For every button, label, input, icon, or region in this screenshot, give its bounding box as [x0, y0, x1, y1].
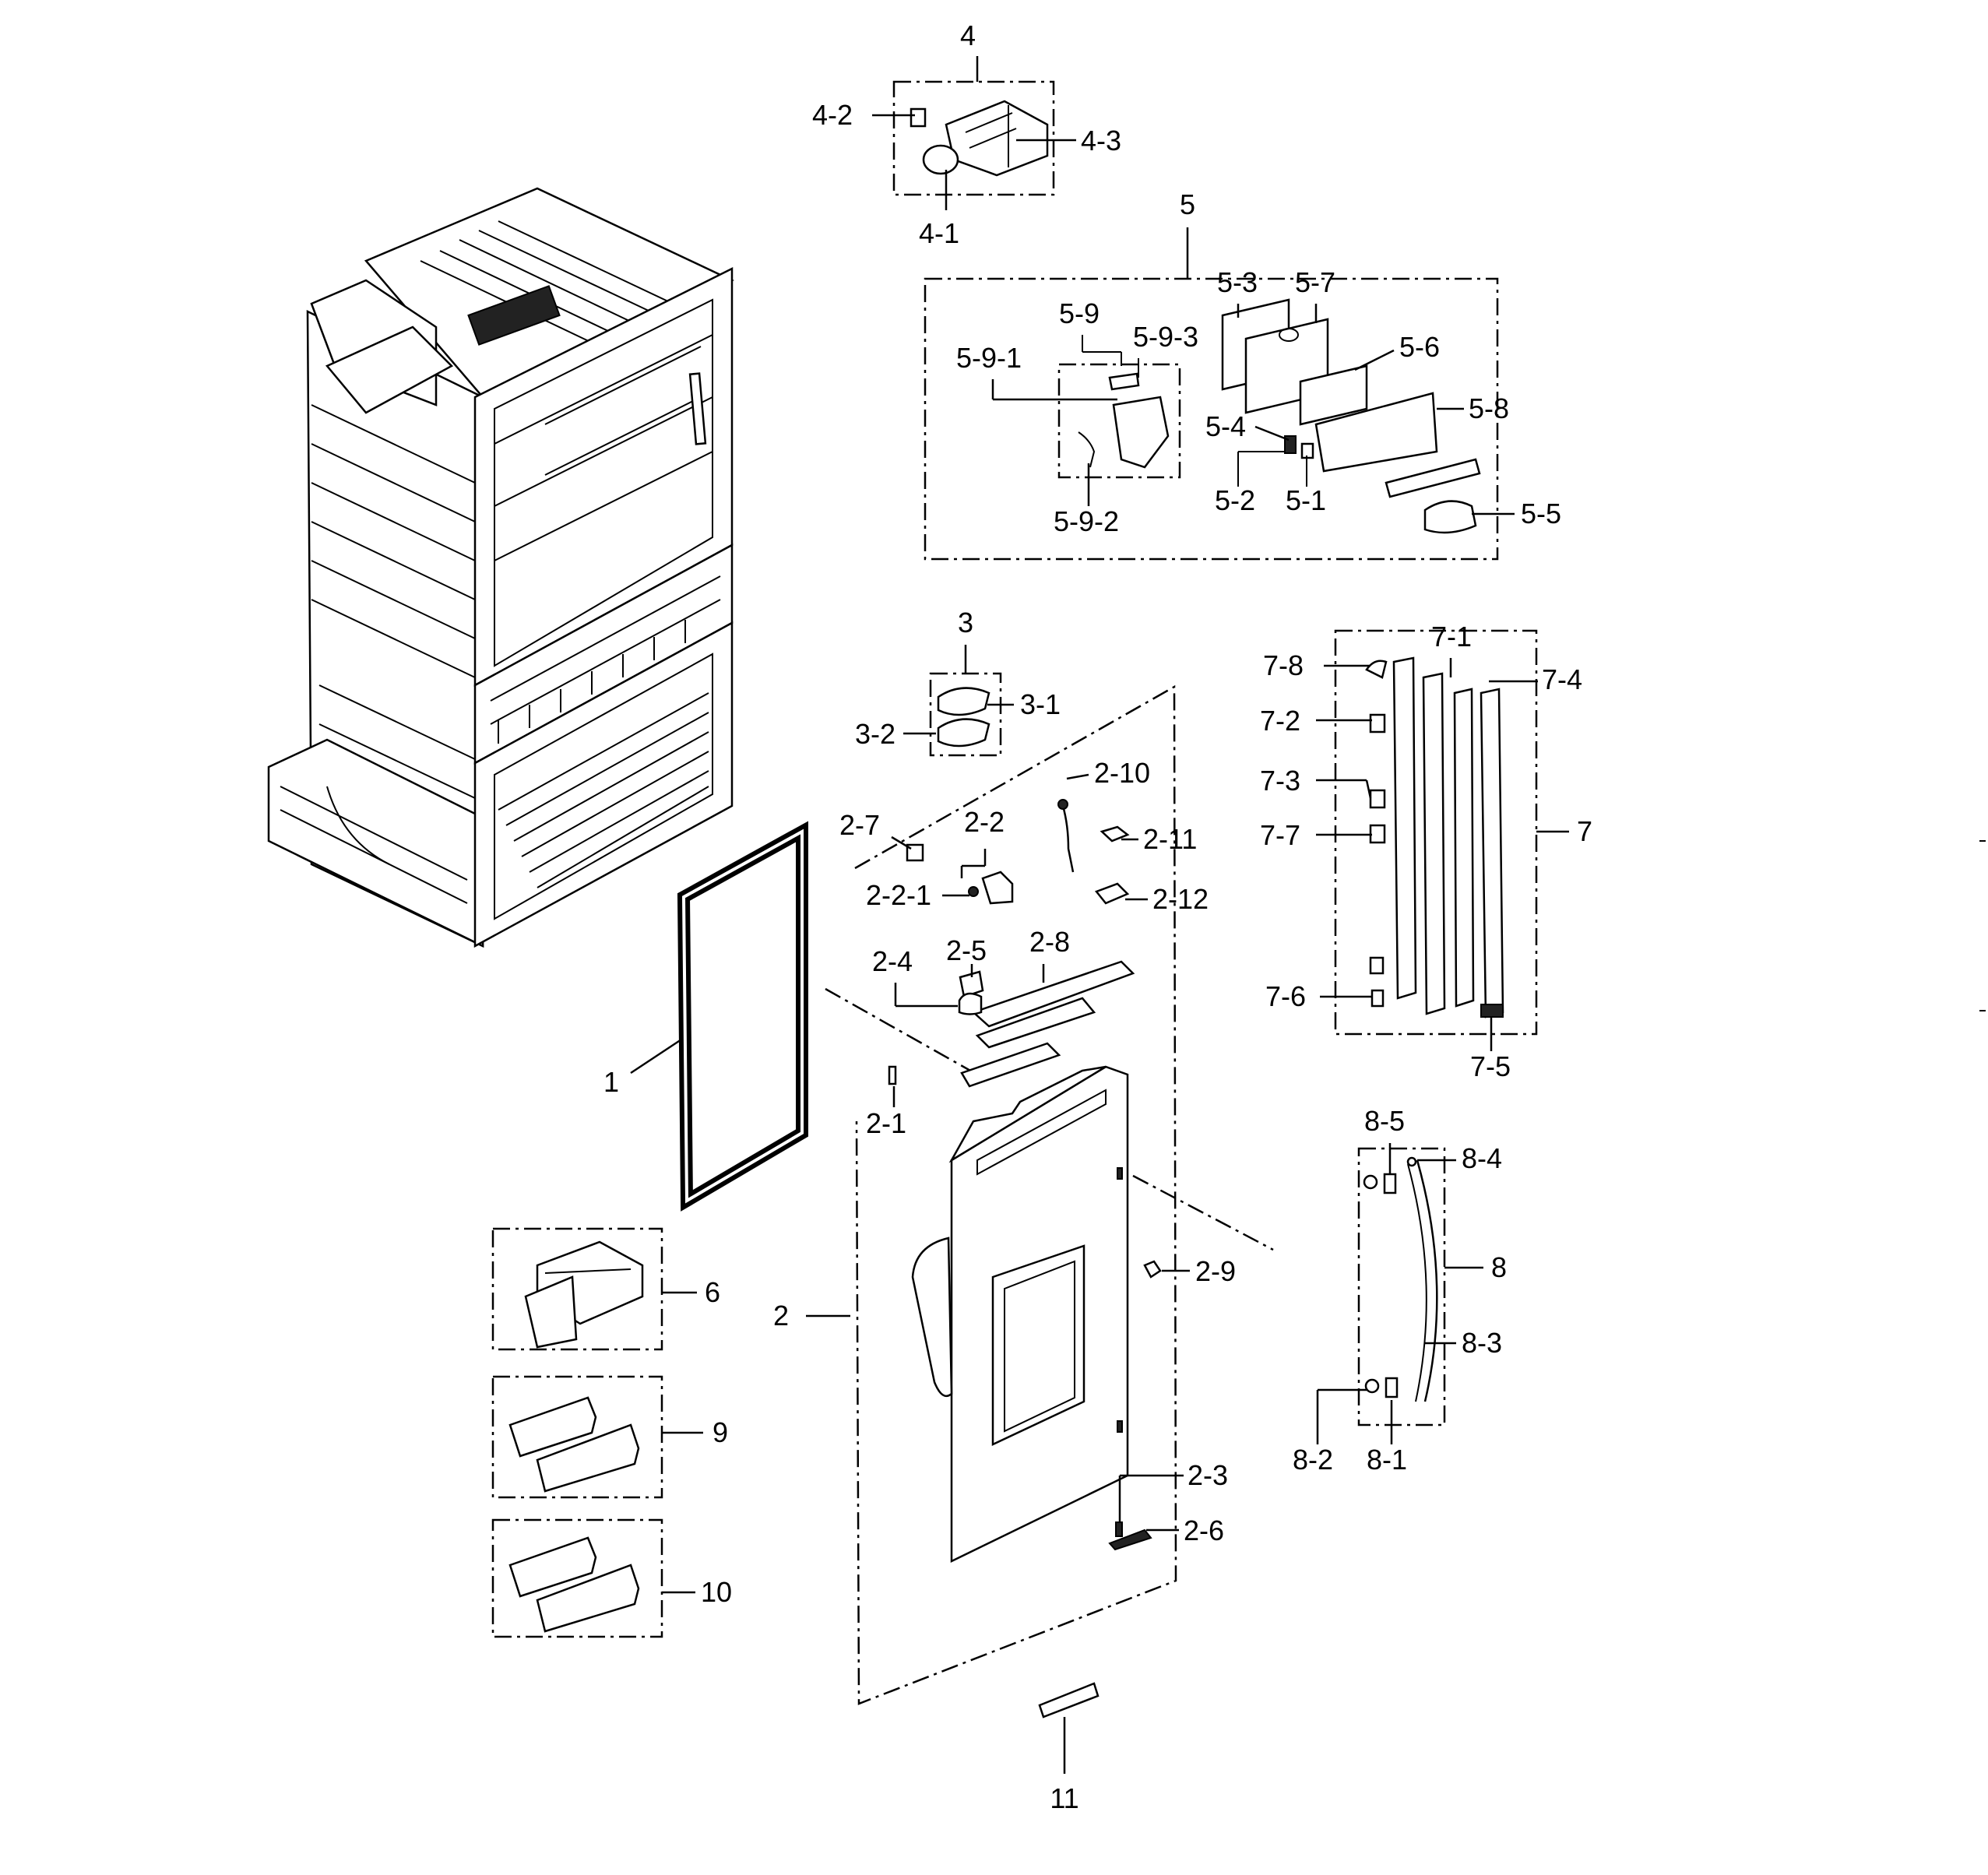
label-4-3: 4-3: [1081, 125, 1121, 157]
label-8-3: 8-3: [1462, 1327, 1502, 1359]
group-10-door-bin: [491, 1518, 663, 1638]
label-7-3: 7-3: [1260, 765, 1300, 797]
part-2-12: [1094, 882, 1130, 905]
label-3-2: 3-2: [855, 718, 895, 750]
label-7: 7: [1577, 815, 1592, 847]
label-7-4: 7-4: [1542, 663, 1582, 695]
group-8-door-handle: [1357, 1147, 1446, 1426]
label-5-9-3: 5-9-3: [1133, 321, 1198, 353]
part-1-door-gasket: [677, 821, 808, 1212]
label-7-8: 7-8: [1263, 649, 1304, 681]
label-2-2: 2-2: [964, 806, 1005, 838]
part-2-8-bracket: [960, 960, 1135, 1088]
label-2-5: 2-5: [946, 934, 987, 966]
label-5-9: 5-9: [1059, 297, 1100, 329]
label-5: 5: [1180, 188, 1195, 220]
label-7-1: 7-1: [1431, 621, 1472, 653]
label-2-7: 2-7: [839, 809, 880, 841]
label-6: 6: [705, 1276, 720, 1308]
label-2-1: 2-1: [866, 1107, 906, 1139]
label-7-5: 7-5: [1470, 1050, 1511, 1082]
label-3-1: 3-1: [1020, 688, 1061, 720]
label-9: 9: [713, 1416, 728, 1448]
label-7-2: 7-2: [1260, 705, 1300, 737]
part-2-11: [1100, 825, 1130, 843]
label-2-3: 2-3: [1188, 1459, 1228, 1491]
label-2: 2: [773, 1300, 789, 1331]
label-5-4: 5-4: [1205, 410, 1246, 442]
group-3-gasket-set: 3: [929, 607, 1002, 757]
label-2-9: 2-9: [1195, 1255, 1236, 1287]
label-2-8: 2-8: [1029, 926, 1070, 958]
label-5-7: 5-7: [1295, 266, 1335, 298]
label-11: 11: [1050, 1782, 1078, 1814]
label-8: 8: [1491, 1251, 1507, 1283]
label-2-12: 2-12: [1152, 883, 1209, 915]
part-2-door-panel: [911, 1065, 1129, 1563]
label-8-5: 8-5: [1364, 1105, 1405, 1137]
label-5-9-2: 5-9-2: [1054, 505, 1119, 537]
label-8-4: 8-4: [1462, 1142, 1502, 1174]
label-10: 10: [701, 1576, 732, 1608]
label-2-11: 2-11: [1143, 823, 1197, 855]
group-2-door-envelope: [825, 684, 1274, 1705]
part-2-4: [958, 992, 983, 1015]
group-6-door-bin: [491, 1227, 663, 1351]
label-5-3: 5-3: [1217, 266, 1258, 298]
label-4-2: 4-2: [812, 99, 853, 131]
label-5-6: 5-6: [1399, 331, 1440, 363]
part-2-3: [1115, 1521, 1123, 1537]
label-5-2: 5-2: [1215, 484, 1255, 516]
label-3: 3: [958, 607, 973, 638]
label-7-6: 7-6: [1265, 980, 1306, 1012]
refrigerator-cabinet-illustration: [267, 187, 734, 948]
part-2-9: [1143, 1260, 1162, 1279]
group-4-ice-maker: 4: [892, 19, 1055, 196]
label-1: 1: [603, 1066, 619, 1098]
label-2-6: 2-6: [1184, 1514, 1224, 1546]
label-2-4: 2-4: [872, 945, 913, 977]
group-9-door-bin: [491, 1375, 663, 1499]
part-2-1: [888, 1065, 897, 1085]
label-5-1: 5-1: [1286, 484, 1326, 516]
part-2-10: [1061, 805, 1075, 873]
label-5-8: 5-8: [1469, 392, 1509, 424]
label-7-7: 7-7: [1260, 819, 1300, 851]
part-2-5: [959, 970, 984, 998]
label-8-2: 8-2: [1293, 1444, 1333, 1476]
label-5-5: 5-5: [1521, 498, 1561, 529]
part-11: [1038, 1682, 1100, 1718]
label-2-10: 2-10: [1094, 757, 1150, 789]
label-4: 4: [960, 19, 976, 51]
label-2-2-1: 2-2-1: [866, 879, 931, 911]
part-2-2: [981, 871, 1014, 905]
label-5-9-1: 5-9-1: [956, 342, 1022, 374]
group-5-dispenser-cover-assembly: 5: [924, 188, 1499, 561]
part-2-6: [1108, 1528, 1152, 1551]
label-8-1: 8-1: [1367, 1444, 1407, 1476]
group-7-door-hinge-assembly: [1334, 629, 1538, 1036]
label-4-1: 4-1: [919, 217, 959, 249]
